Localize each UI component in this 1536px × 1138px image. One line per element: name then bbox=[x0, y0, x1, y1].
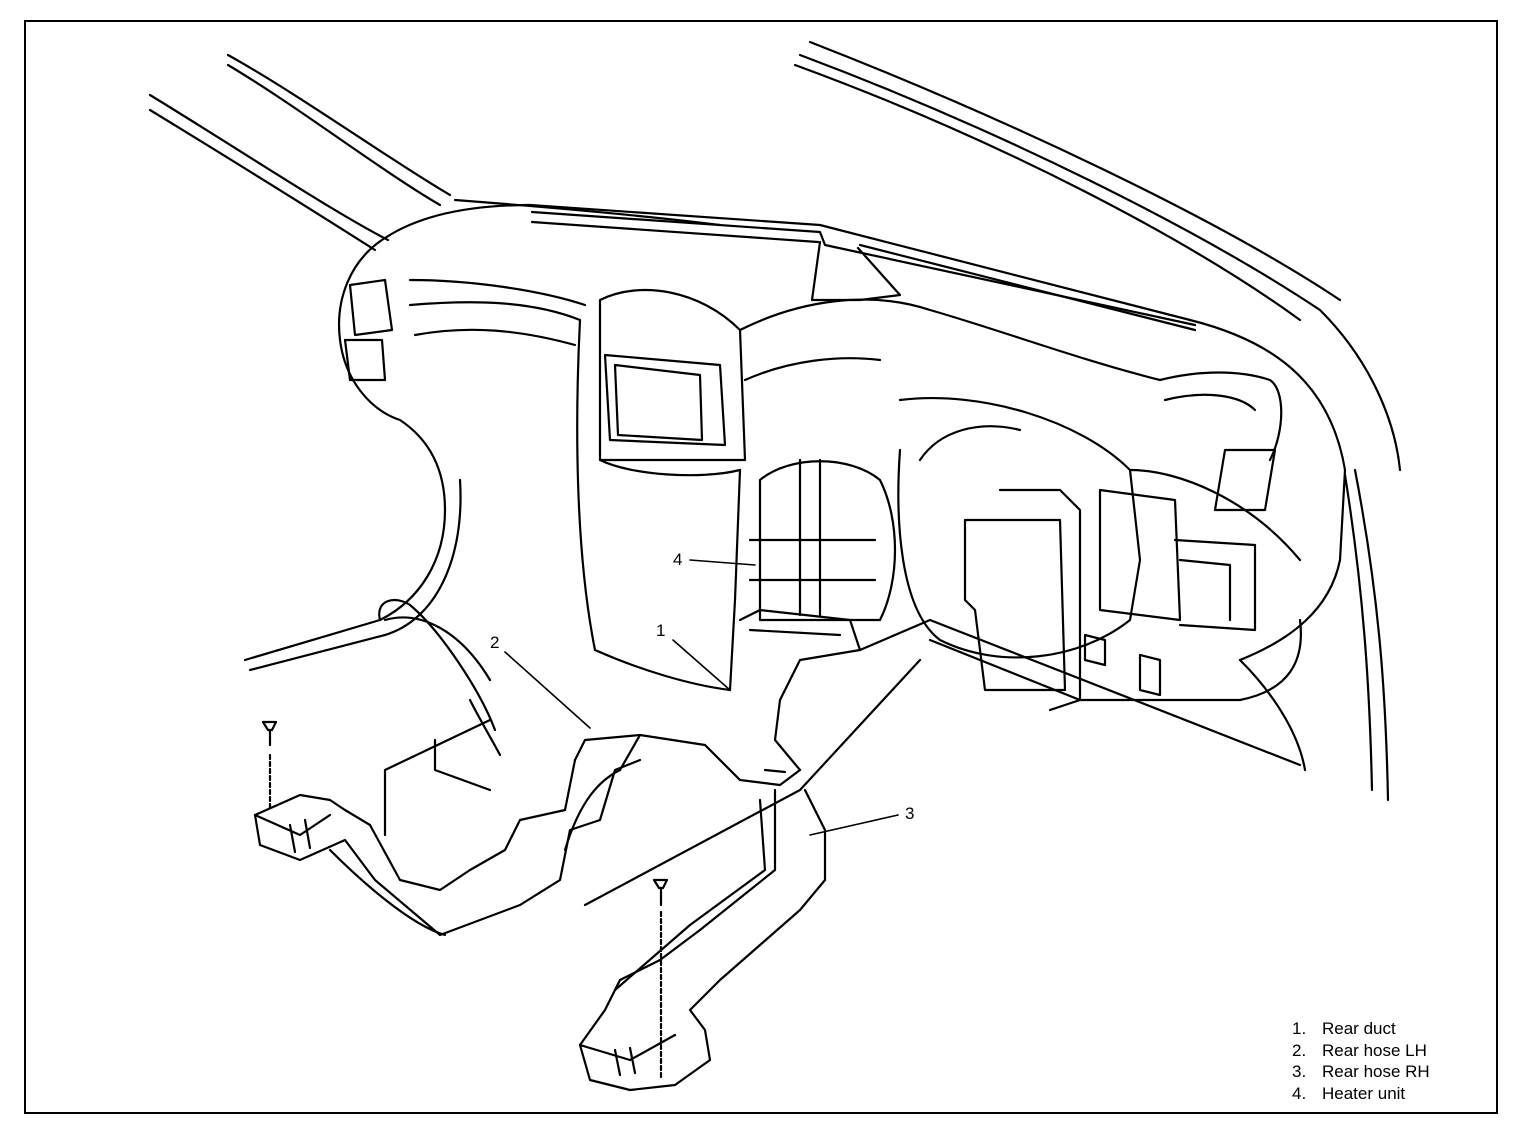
rear-hose-lh bbox=[253, 758, 642, 937]
center-console bbox=[576, 318, 742, 692]
diagram-frame bbox=[24, 20, 1498, 1114]
callout-4: 4 bbox=[673, 550, 683, 569]
legend-item: 2. Rear hose LH bbox=[1292, 1040, 1430, 1062]
legend-text: Rear duct bbox=[1322, 1019, 1396, 1038]
legend-text: Heater unit bbox=[1322, 1083, 1406, 1103]
legend-text: Rear hose RH bbox=[1322, 1062, 1430, 1081]
rear-duct bbox=[573, 608, 862, 787]
dashboard-outline bbox=[338, 203, 1347, 662]
leader-line-3 bbox=[809, 814, 899, 836]
legend-item: 4. Heater unit bbox=[1292, 1083, 1430, 1105]
callout-3: 3 bbox=[905, 804, 915, 823]
legend-number: 4. bbox=[1292, 1083, 1307, 1103]
clip-left bbox=[261, 720, 278, 812]
legend: 1. Rear duct 2. Rear hose LH 3. Rear hos… bbox=[1292, 1018, 1430, 1104]
leader-line-1 bbox=[672, 639, 731, 691]
callout-2: 2 bbox=[490, 633, 500, 652]
legend-text: Rear hose LH bbox=[1322, 1040, 1427, 1060]
leader-line-4 bbox=[689, 559, 756, 566]
legend-item: 1. Rear duct bbox=[1292, 1018, 1430, 1040]
clip-right bbox=[652, 878, 669, 1082]
leader-line-2 bbox=[504, 651, 591, 729]
rear-hose-rh bbox=[578, 788, 827, 1092]
leader-lines bbox=[504, 559, 899, 836]
windshield-outline bbox=[148, 40, 1402, 802]
heater-unit bbox=[748, 396, 1302, 712]
callout-1: 1 bbox=[656, 621, 666, 640]
shift-lever bbox=[378, 598, 502, 757]
legend-number: 3. bbox=[1292, 1062, 1307, 1081]
legend-number: 1. bbox=[1292, 1019, 1307, 1038]
legend-item: 3. Rear hose RH bbox=[1292, 1061, 1430, 1083]
legend-number: 2. bbox=[1292, 1040, 1307, 1060]
floor-outline bbox=[243, 478, 1307, 907]
